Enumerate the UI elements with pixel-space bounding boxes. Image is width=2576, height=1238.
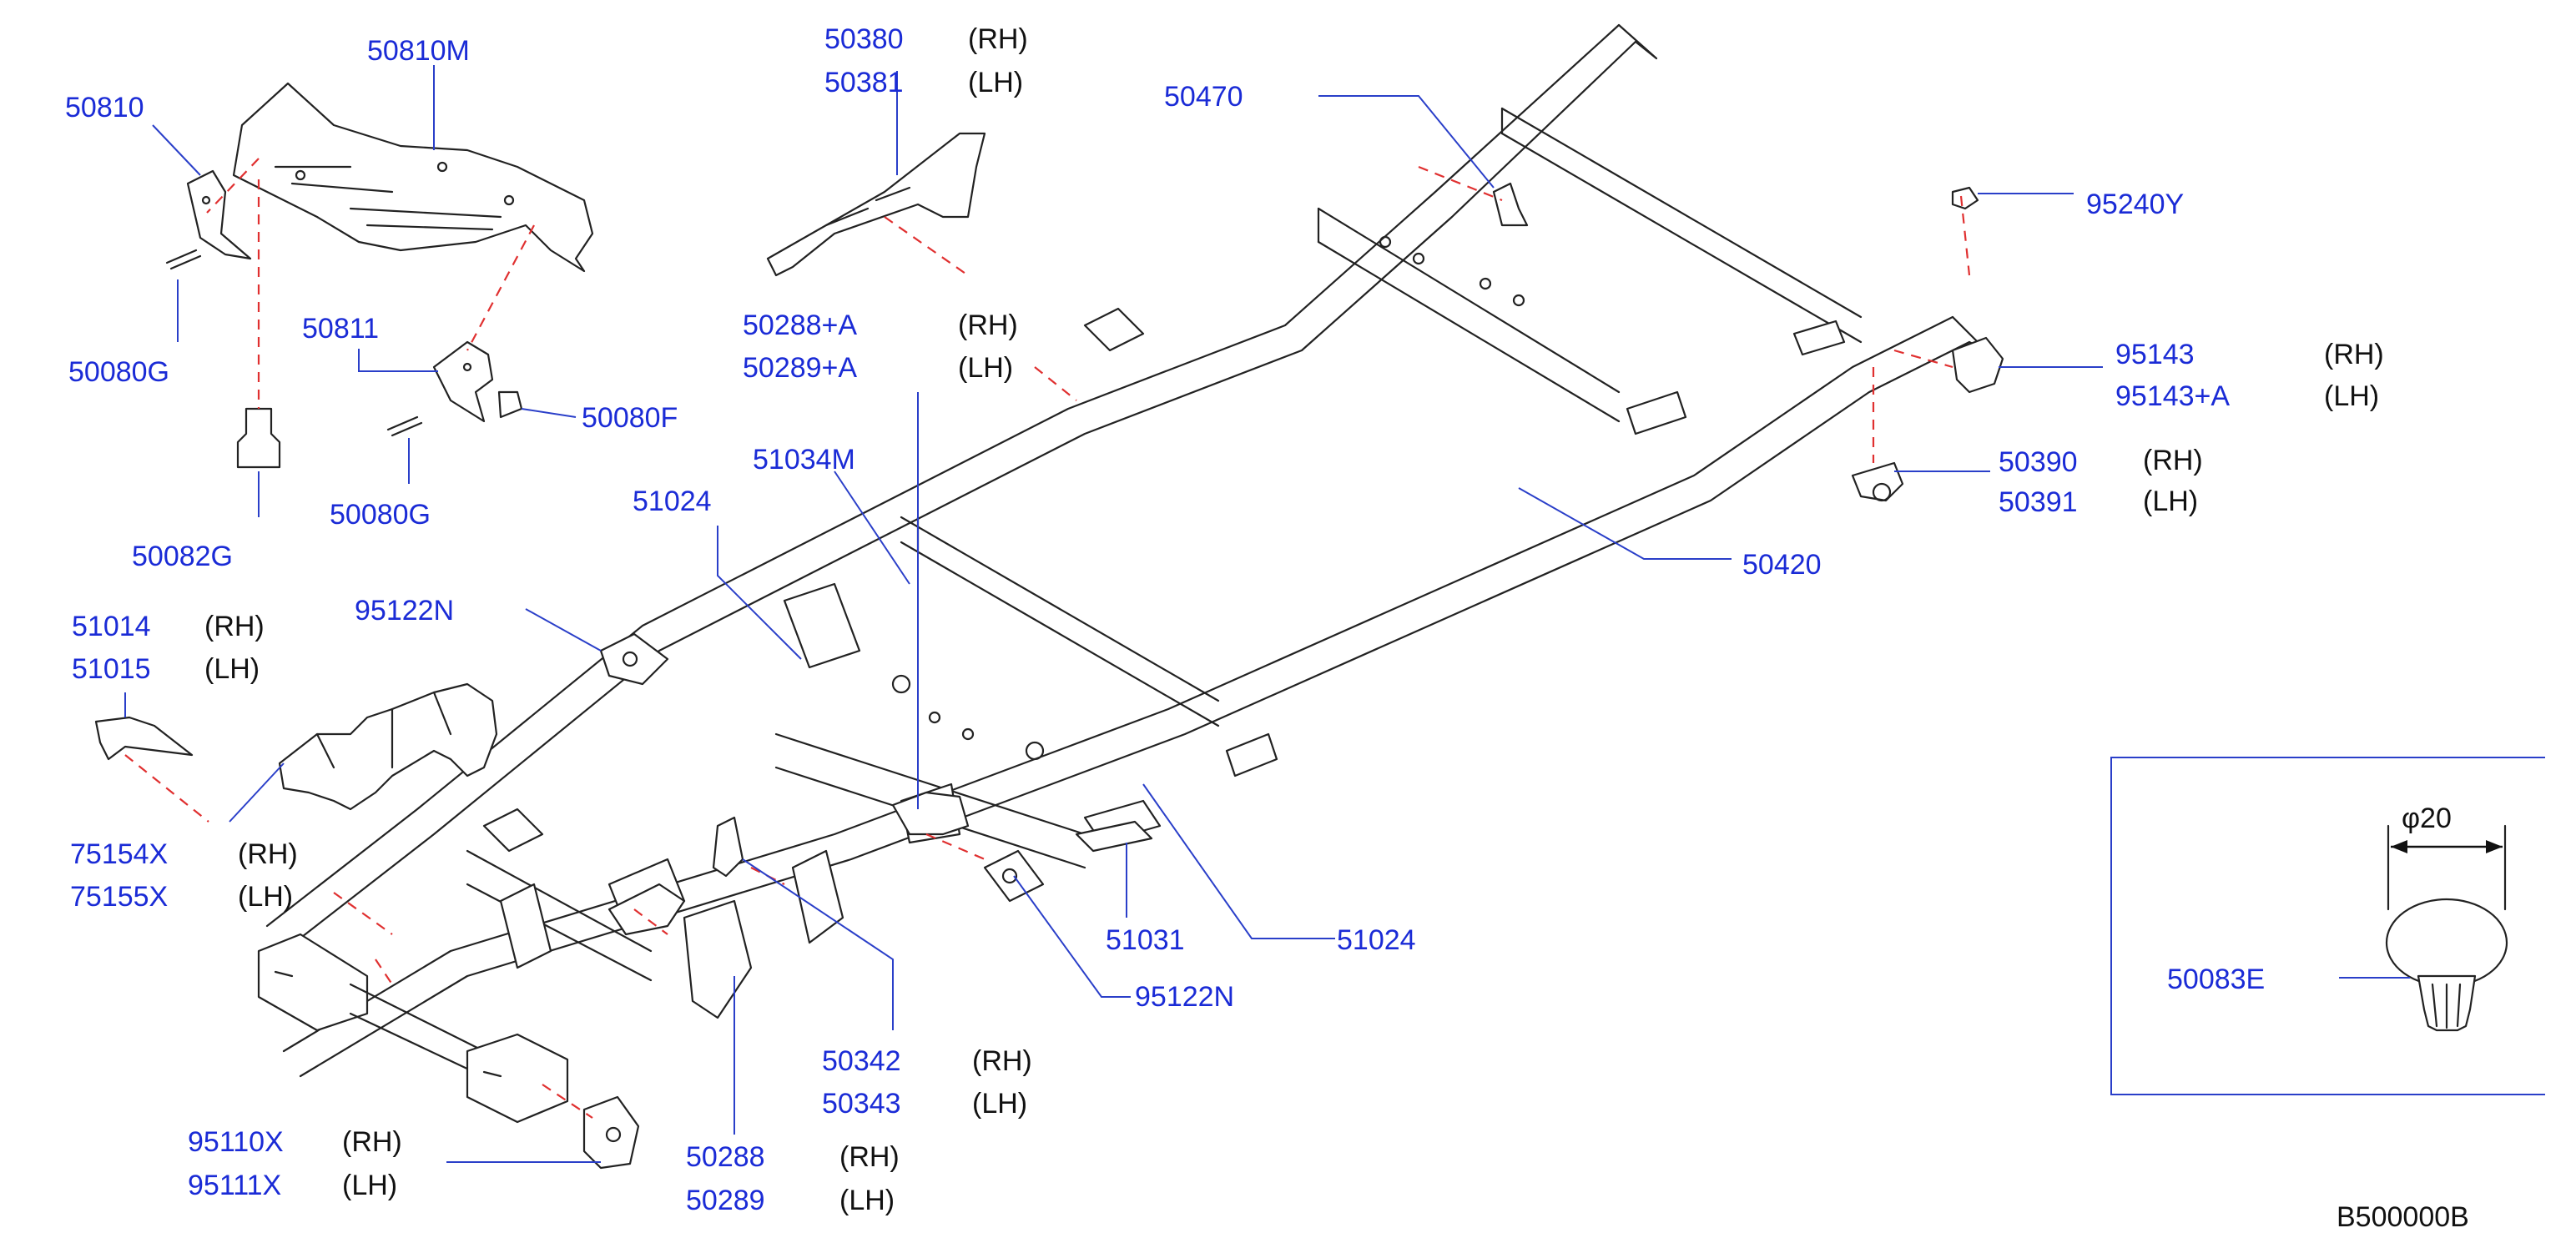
side-rh-50288A: (RH) xyxy=(958,310,1018,341)
label-50080G-a: 50080G xyxy=(68,356,169,388)
label-50390: 50390 xyxy=(1999,446,2078,478)
label-95143A: 95143+A xyxy=(2115,380,2230,412)
label-50343: 50343 xyxy=(822,1088,901,1120)
side-rh-50380: (RH) xyxy=(968,23,1028,55)
label-50391: 50391 xyxy=(1999,486,2078,518)
label-50289A: 50289+A xyxy=(743,352,857,384)
dim-arrow-left xyxy=(2391,840,2407,853)
side-lh-50391: (LH) xyxy=(2143,486,2198,517)
label-50470: 50470 xyxy=(1164,81,1243,113)
label-50288: 50288 xyxy=(686,1141,765,1173)
side-rh-95110X: (RH) xyxy=(342,1126,402,1158)
label-75154X: 75154X xyxy=(70,838,168,870)
label-50381: 50381 xyxy=(824,67,904,98)
label-95122N-b: 95122N xyxy=(1135,981,1234,1013)
label-50080G-b: 50080G xyxy=(330,499,431,531)
side-lh-75155X: (LH) xyxy=(238,881,293,913)
label-50810: 50810 xyxy=(65,92,144,123)
side-lh-50343: (LH) xyxy=(972,1088,1027,1120)
inset-clip-detail: φ20 50083E xyxy=(2110,757,2545,1095)
label-95122N-a: 95122N xyxy=(355,595,454,627)
label-50288A: 50288+A xyxy=(743,310,857,341)
label-50811: 50811 xyxy=(302,313,379,345)
label-95143: 95143 xyxy=(2115,339,2195,370)
clip-drawing xyxy=(2385,824,2508,1032)
label-50080F: 50080F xyxy=(582,402,678,434)
label-50083E: 50083E xyxy=(2167,964,2265,995)
label-51024-a: 51024 xyxy=(633,486,712,517)
label-51031: 51031 xyxy=(1106,924,1185,956)
label-50810M: 50810M xyxy=(367,35,470,67)
dashed-relation-lines xyxy=(124,158,1971,1119)
label-50342: 50342 xyxy=(822,1045,901,1077)
side-rh-50342: (RH) xyxy=(972,1045,1032,1077)
dim-arrow-right xyxy=(2486,840,2503,853)
dimension-label: φ20 xyxy=(2402,803,2452,834)
ladder-frame-drawing xyxy=(94,23,2004,1170)
label-51015: 51015 xyxy=(72,653,151,685)
label-50082G: 50082G xyxy=(132,541,233,572)
label-51034M: 51034M xyxy=(753,444,855,476)
label-51014: 51014 xyxy=(72,611,151,642)
label-95111X: 95111X xyxy=(188,1170,281,1201)
inset-frame xyxy=(2110,757,2545,1095)
label-50380: 50380 xyxy=(824,23,904,55)
leader-lines xyxy=(124,65,2103,1163)
diagram-code: B500000B xyxy=(2337,1201,2469,1233)
side-rh-50288: (RH) xyxy=(839,1141,900,1173)
side-rh-51014: (RH) xyxy=(204,611,265,642)
side-lh-95111X: (LH) xyxy=(342,1170,397,1201)
side-lh-50381: (LH) xyxy=(968,67,1023,98)
side-lh-50289: (LH) xyxy=(839,1185,895,1216)
side-lh-95143A: (LH) xyxy=(2324,380,2379,412)
side-lh-50289A: (LH) xyxy=(958,352,1013,384)
part-labels: 50810M 50810 50080G 50811 50080F 50080G … xyxy=(65,23,2384,1216)
side-lh-51015: (LH) xyxy=(204,653,260,685)
label-50420: 50420 xyxy=(1742,549,1822,581)
label-95110X: 95110X xyxy=(188,1126,284,1158)
label-75155X: 75155X xyxy=(70,881,168,913)
side-rh-75154X: (RH) xyxy=(238,838,298,870)
side-rh-95143: (RH) xyxy=(2324,339,2384,370)
label-95240Y: 95240Y xyxy=(2086,189,2184,220)
side-rh-50390: (RH) xyxy=(2143,445,2203,476)
label-50289: 50289 xyxy=(686,1185,765,1216)
label-51024-b: 51024 xyxy=(1337,924,1416,956)
